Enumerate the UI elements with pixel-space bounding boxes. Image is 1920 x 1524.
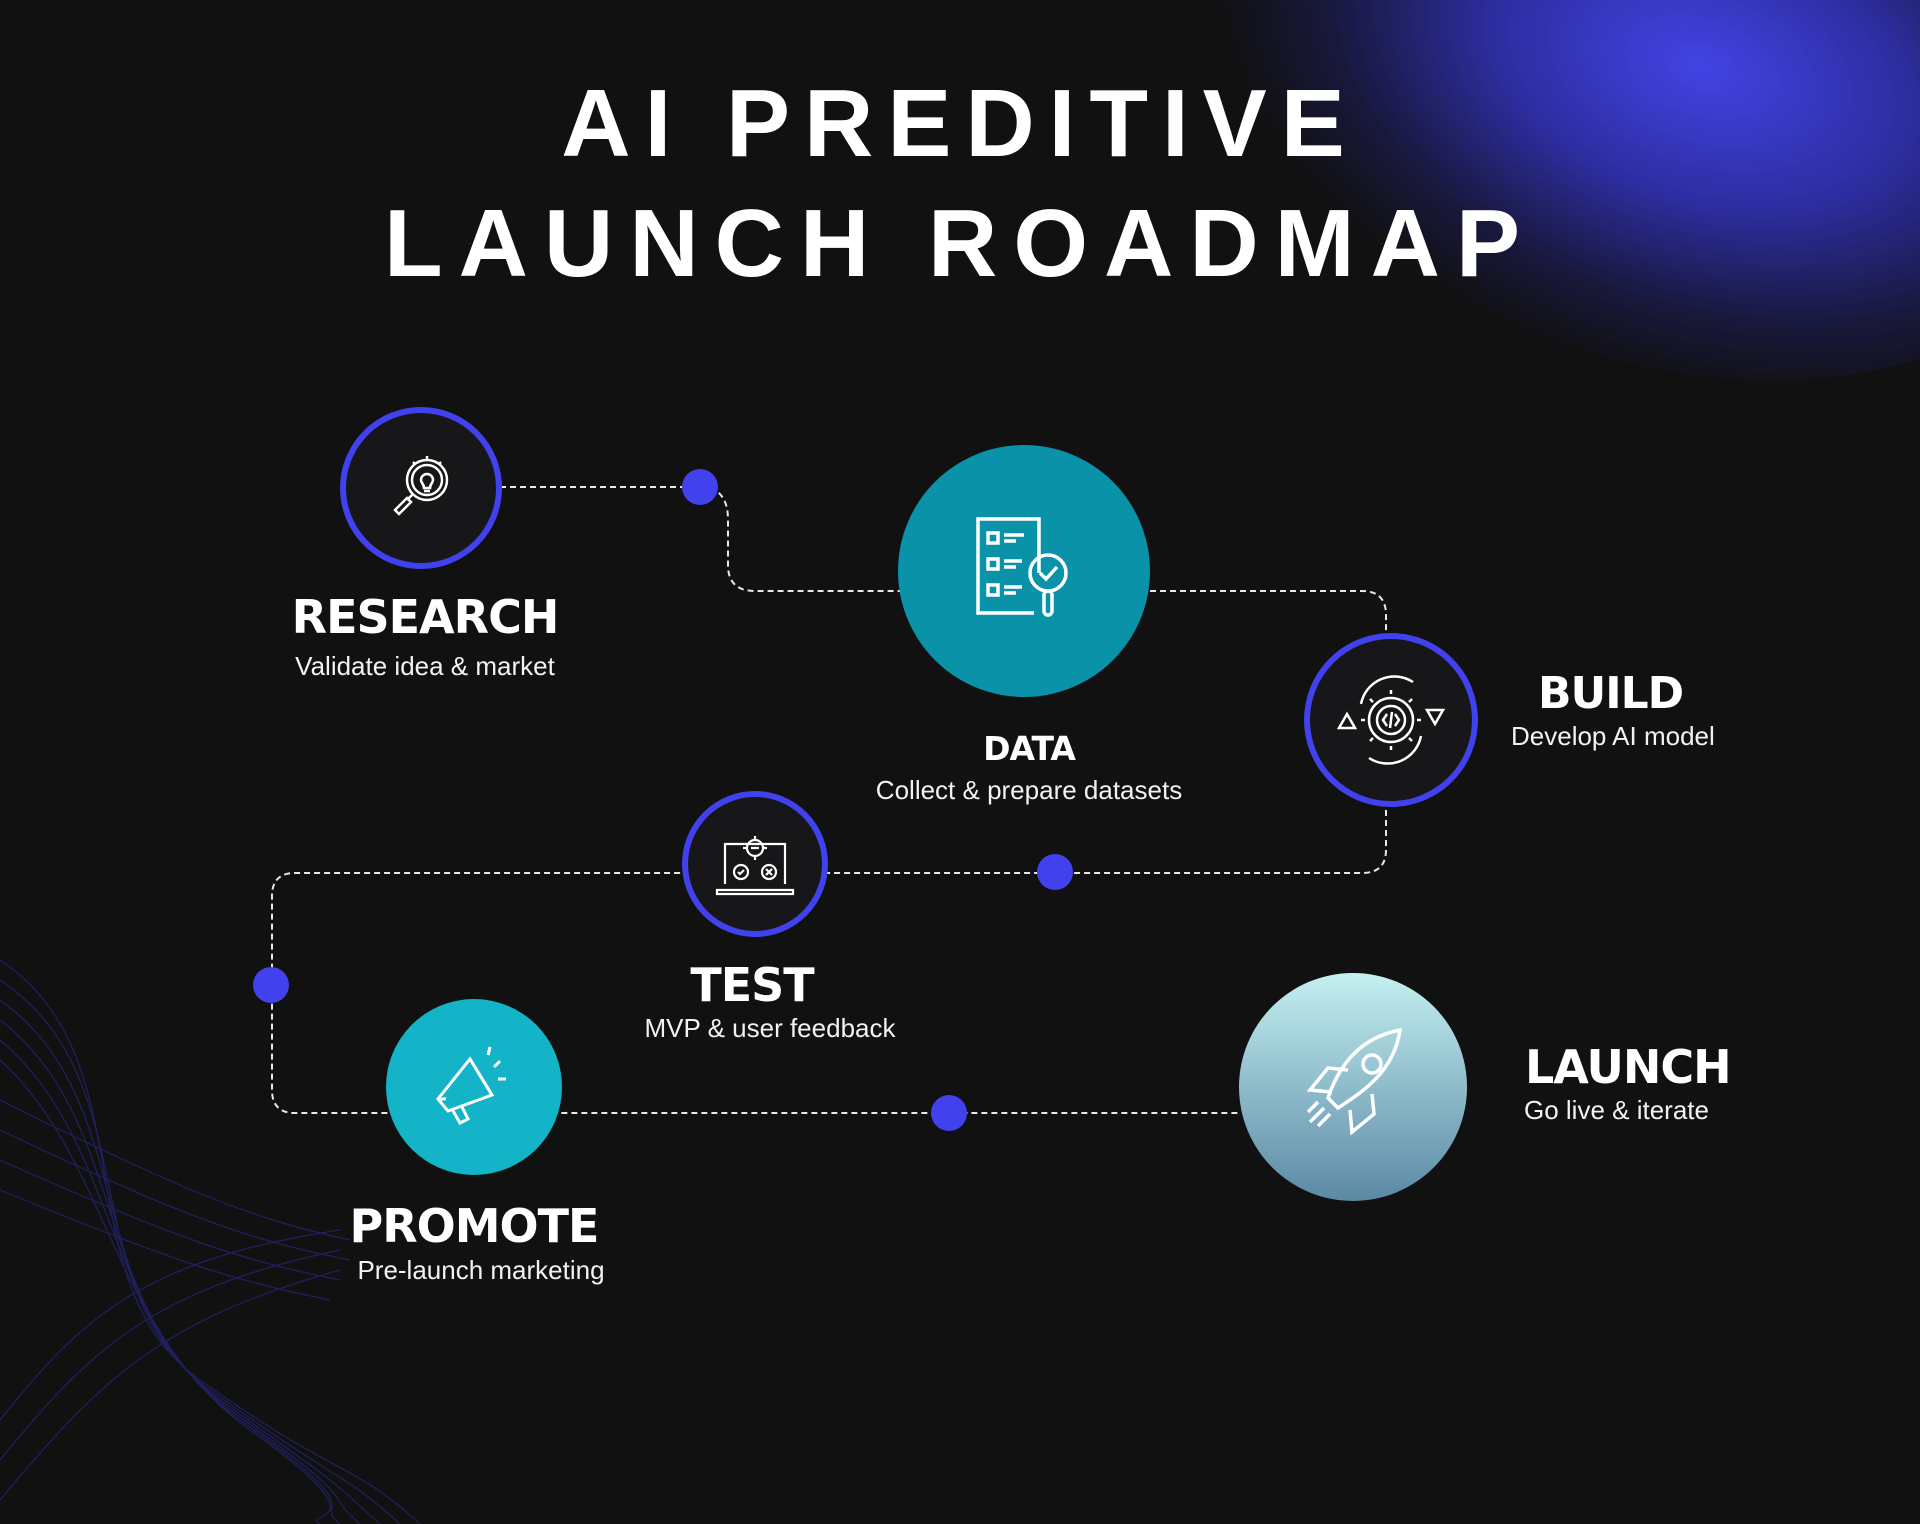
promote-title: PROMOTE: [349, 1199, 600, 1253]
data-description: Collect & prepare datasets: [875, 775, 1183, 805]
launch-description: Go live & iterate: [1524, 1095, 1709, 1125]
build-title: BUILD: [1538, 668, 1684, 719]
checklist-magnifier-icon: [976, 517, 1068, 617]
magnifier-lightbulb-icon: [393, 456, 449, 516]
rocket-icon: [1306, 1027, 1403, 1136]
title-line-1: AI PREDITIVE: [561, 70, 1359, 177]
launch-title: LAUNCH: [1525, 1040, 1732, 1094]
research-description: Validate idea & market: [295, 651, 555, 681]
build-node: [1304, 633, 1478, 807]
promote-description: Pre-launch marketing: [357, 1255, 605, 1285]
gear-code-cycle-icon: [1336, 675, 1446, 765]
data-node: [898, 445, 1150, 697]
data-title: DATA: [983, 729, 1076, 768]
test-description: MVP & user feedback: [644, 1013, 896, 1043]
path-dot: [931, 1095, 967, 1131]
test-title: TEST: [690, 958, 814, 1012]
laptop-test-icon: [715, 836, 795, 896]
build-description: Develop AI model: [1511, 721, 1715, 751]
megaphone-icon: [436, 1046, 506, 1125]
title-line-2: LAUNCH ROADMAP: [384, 190, 1536, 297]
wave-lines-decoration: [0, 959, 421, 1524]
promote-node: [386, 999, 562, 1175]
launch-node: [1239, 973, 1467, 1201]
path-dot: [682, 469, 718, 505]
path-dot: [253, 967, 289, 1003]
research-node: [340, 407, 502, 569]
test-node: [682, 791, 828, 937]
research-title: RESEARCH: [291, 590, 560, 644]
path-dot: [1037, 854, 1073, 890]
